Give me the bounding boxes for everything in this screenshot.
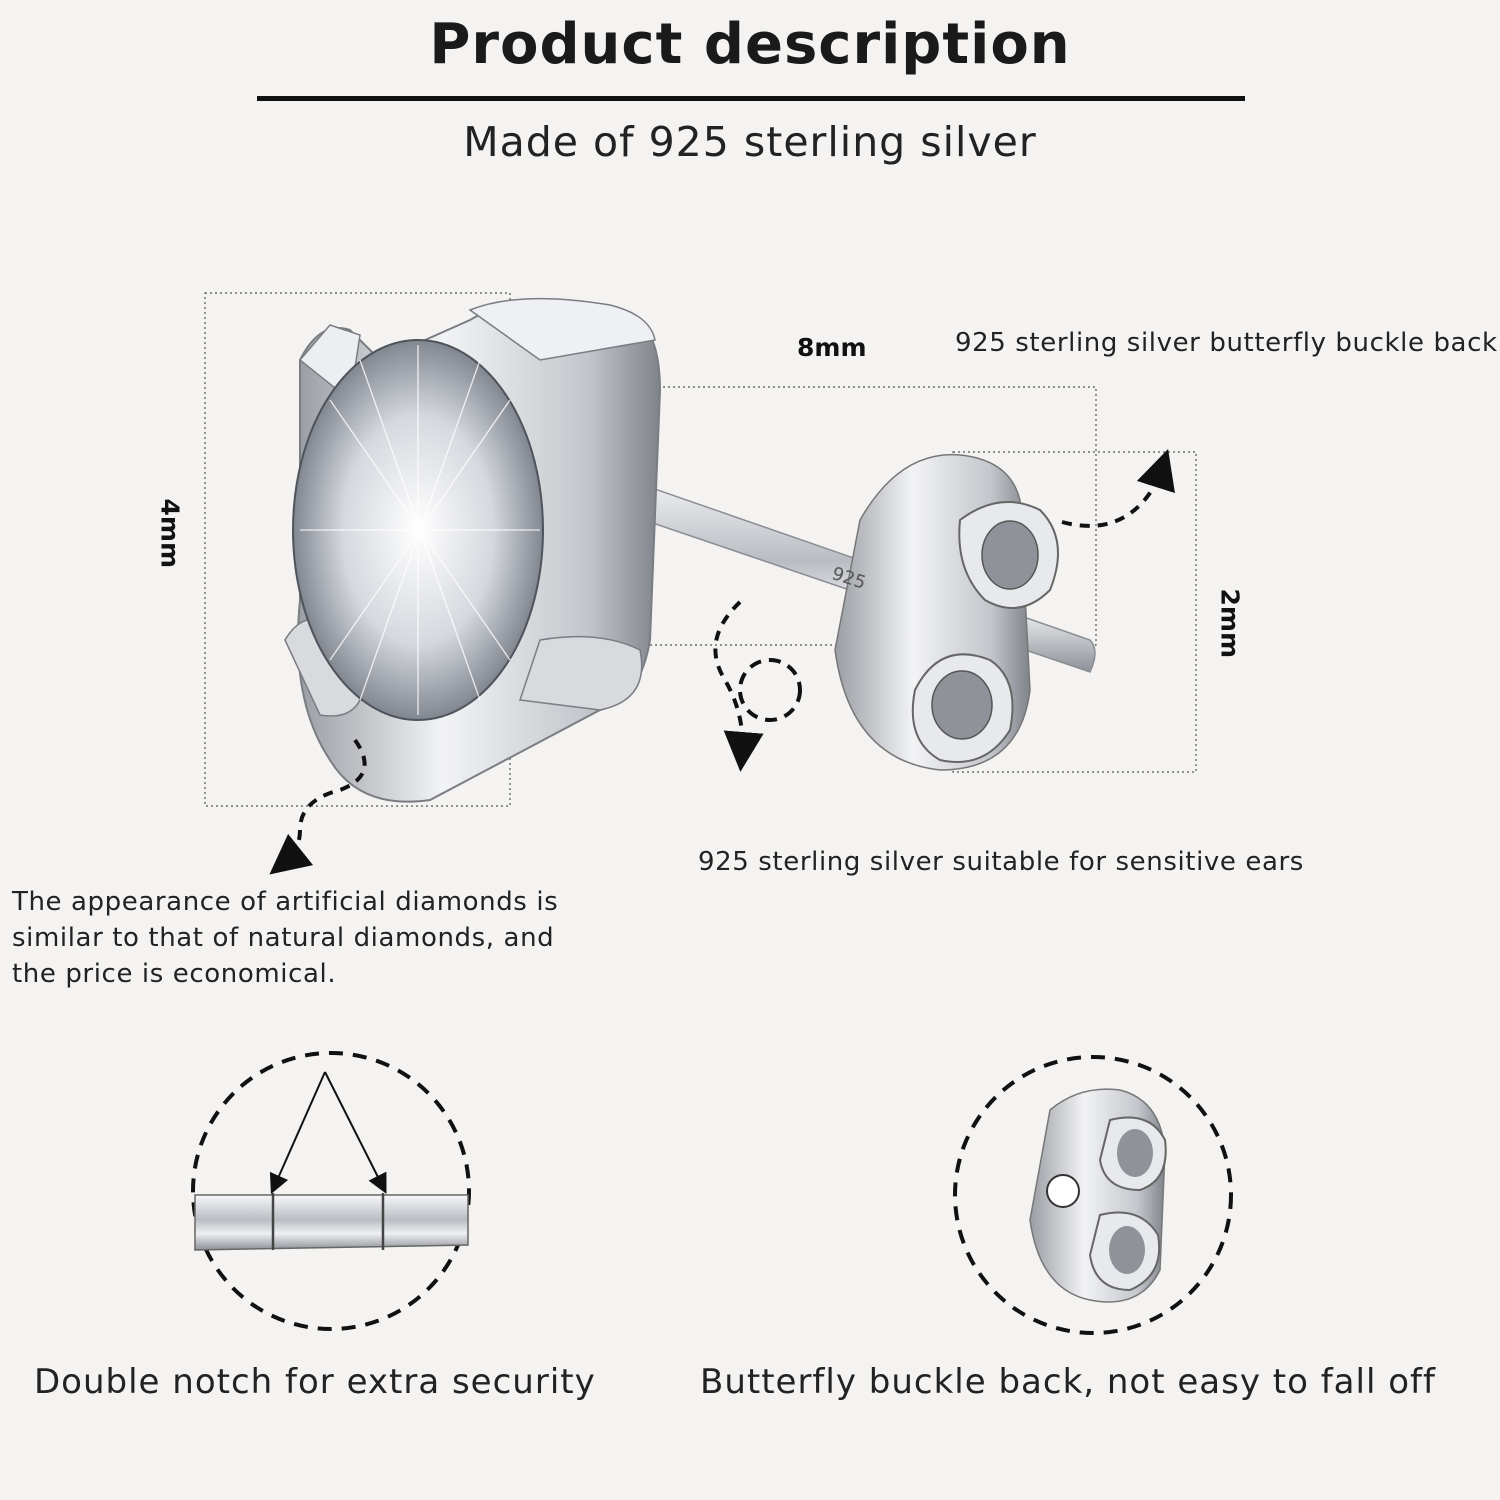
curl-arrow-diamond — [269, 738, 367, 875]
rotate-circle — [738, 658, 802, 722]
curl-arrow-back — [1061, 448, 1175, 528]
butterfly-back — [834, 453, 1059, 771]
height-label: 4mm — [155, 498, 185, 569]
caption-double-notch: Double notch for extra security — [34, 1362, 596, 1402]
page-title: Product description — [429, 12, 1071, 77]
note-butterfly-back: 925 sterling silver butterfly buckle bac… — [955, 328, 1498, 358]
length-label: 8mm — [797, 333, 867, 362]
note-diamond-line1: The appearance of artificial diamonds is — [12, 887, 559, 917]
feature-butterfly-back — [953, 1055, 1233, 1335]
note-sensitive-ears: 925 sterling silver suitable for sensiti… — [698, 847, 1304, 877]
note-diamond-line2: similar to that of natural diamonds, and — [12, 923, 555, 953]
title-divider — [257, 96, 1245, 101]
back-size-label: 2mm — [1215, 588, 1245, 659]
caption-butterfly-back: Butterfly buckle back, not easy to fall … — [700, 1362, 1436, 1402]
feature-double-notch — [191, 1051, 471, 1331]
earring-head — [284, 297, 662, 803]
page-subtitle: Made of 925 sterling silver — [463, 118, 1037, 166]
rotate-arrow — [713, 600, 764, 772]
note-diamond-line3: the price is economical. — [12, 959, 337, 989]
